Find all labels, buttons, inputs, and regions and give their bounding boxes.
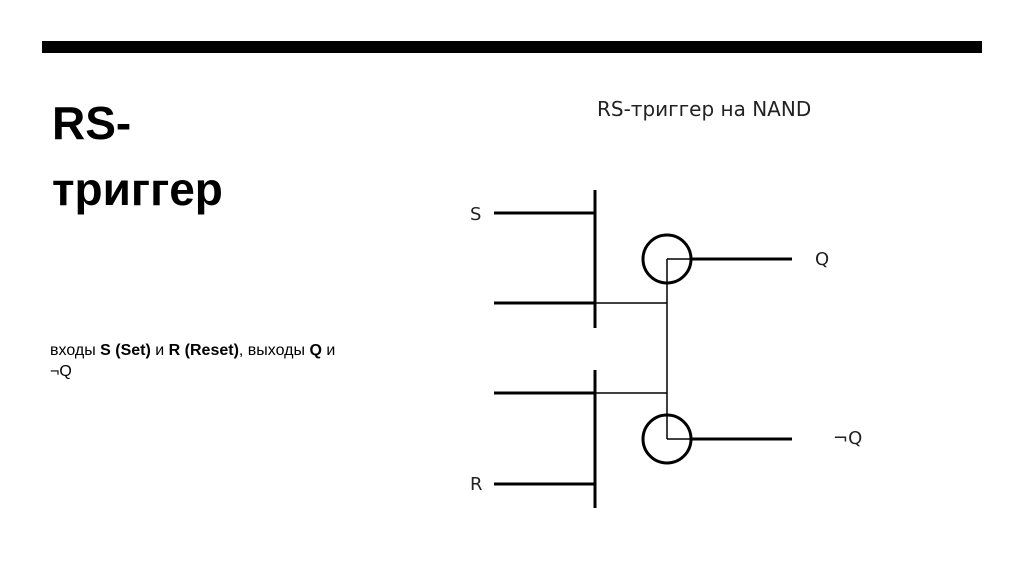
description-q: Q	[309, 342, 322, 359]
slide-title: RS- триггер	[52, 90, 372, 222]
slide-title-line2: триггер	[52, 163, 223, 215]
description-text-3: , выходы	[238, 342, 310, 359]
description-s-set: S (Set)	[100, 342, 151, 359]
description-r-reset: R (Reset)	[168, 342, 239, 359]
description-not-q: ¬Q	[50, 363, 72, 380]
q-output-label: Q	[815, 249, 829, 270]
description-text-2: и	[150, 342, 169, 359]
r-input-label: R	[470, 474, 483, 495]
s-input-label: S	[470, 204, 481, 225]
slide-description: входы S (Set) и R (Reset), выходы Q и ¬Q	[50, 340, 410, 382]
description-text-1: входы	[50, 342, 101, 359]
description-text-4: и	[321, 342, 336, 359]
slide-title-line1: RS-	[52, 97, 132, 149]
top-rule-divider	[42, 41, 982, 53]
diagram-title: RS-триггер на NAND	[597, 97, 811, 121]
not-q-output-label: ¬Q	[833, 428, 862, 449]
